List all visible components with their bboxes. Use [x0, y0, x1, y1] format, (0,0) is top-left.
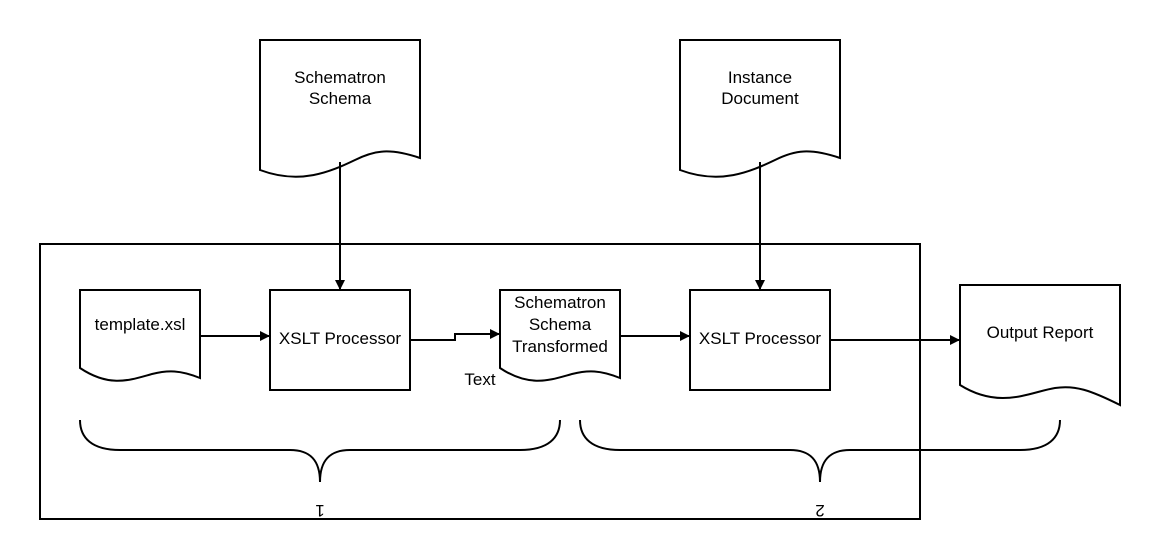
schematron-schema-node: Schematron Schema — [259, 39, 421, 178]
schematron-schema-label-line2: Schema — [309, 89, 372, 108]
output-report-label: Output Report — [987, 323, 1094, 342]
template-xsl-node: template.xsl — [79, 289, 201, 382]
edge-label-text: Text — [464, 370, 495, 389]
xslt-processor-2-label: XSLT Processor — [699, 329, 822, 348]
instance-document-label-line2: Document — [721, 89, 799, 108]
instance-document-label-line1: Instance — [728, 68, 792, 87]
xslt-processor-1-label: XSLT Processor — [279, 329, 402, 348]
schema-transformed-label-line3: Transformed — [512, 337, 608, 356]
brace-2 — [579, 419, 1061, 483]
brace-2-label: 2 — [815, 501, 824, 520]
xslt-processor-2-node: XSLT Processor — [689, 289, 831, 391]
process-container — [39, 243, 921, 520]
schema-transformed-label-line1: Schematron — [514, 293, 606, 312]
schematron-schema-label-line1: Schematron — [294, 68, 386, 87]
schema-transformed-label-line2: Schema — [529, 315, 592, 334]
arrow-xslt1-to-transformed — [410, 329, 500, 341]
output-report-node: Output Report — [959, 284, 1121, 407]
instance-document-node: Instance Document — [679, 39, 841, 178]
template-xsl-label: template.xsl — [95, 315, 186, 334]
schema-transformed-node: Schematron Schema Transformed — [499, 289, 621, 382]
brace-1 — [79, 419, 561, 483]
xslt-processor-1-node: XSLT Processor — [269, 289, 411, 391]
brace-1-label: 1 — [315, 501, 324, 520]
